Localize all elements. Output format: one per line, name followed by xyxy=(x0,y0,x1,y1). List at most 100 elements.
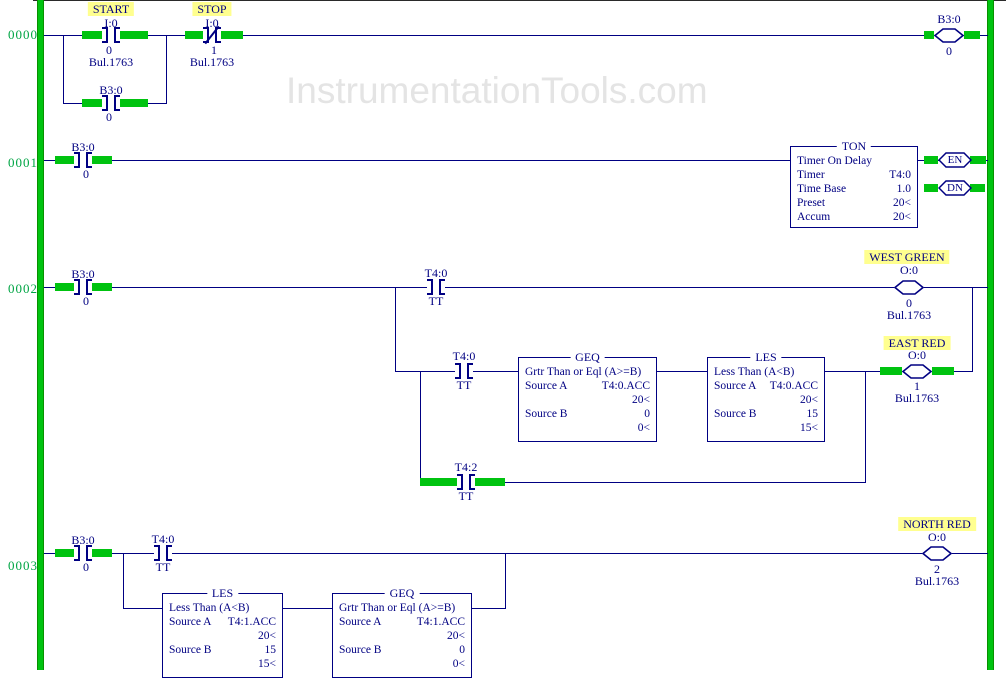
param-value: 20< xyxy=(800,394,818,406)
rung-number-0001[interactable]: 0001 xyxy=(8,155,38,170)
rung2-branch-wire xyxy=(420,371,421,483)
rung3-wire xyxy=(172,553,922,554)
power-highlight xyxy=(970,156,986,164)
contact-bracket xyxy=(114,27,120,43)
rung3-branch-wire xyxy=(472,608,505,609)
rung0-wire xyxy=(221,35,934,36)
param-value[interactable]: 20< xyxy=(893,197,911,209)
watermark: InstrumentationTools.com xyxy=(286,70,708,111)
param-value: 15< xyxy=(258,658,276,670)
rung-number-0000[interactable]: 0000 xyxy=(8,27,38,42)
block-title: LES xyxy=(206,586,239,601)
power-highlight xyxy=(92,283,112,291)
param-value[interactable]: T4:0 xyxy=(889,169,911,181)
power-highlight xyxy=(92,549,112,557)
param-value: 20< xyxy=(258,630,276,642)
param-value[interactable]: T4:0.ACC xyxy=(769,380,818,392)
rung2-branch-wire xyxy=(395,371,455,372)
power-highlight xyxy=(475,478,505,486)
rung2-branch-wire xyxy=(505,482,865,483)
tag-label-west-green: WEST GREEN xyxy=(864,250,950,264)
top-border xyxy=(33,0,1006,1)
param-label: Source B xyxy=(525,408,568,420)
east-red-coil[interactable] xyxy=(902,363,932,380)
power-highlight xyxy=(55,156,74,164)
contact-bracket xyxy=(455,363,461,379)
rung2-branch-wire xyxy=(825,371,880,372)
tag-label-east-red: EAST RED xyxy=(883,336,951,350)
right-power-rail xyxy=(987,0,994,670)
xic-contact-b3-rung3[interactable] xyxy=(74,545,92,561)
address-label: T4:0 xyxy=(452,349,476,363)
power-highlight xyxy=(82,31,102,39)
west-green-coil[interactable] xyxy=(894,279,924,296)
xio-contact-stop[interactable] xyxy=(203,25,221,45)
xic-contact-t42[interactable] xyxy=(457,474,475,490)
param-value[interactable]: 0 xyxy=(644,408,650,420)
block-desc: Grtr Than or Eql (A>=B) xyxy=(525,366,642,378)
address-label: B3:0 xyxy=(71,533,95,547)
power-highlight xyxy=(924,156,938,164)
power-highlight xyxy=(880,367,902,375)
north-red-coil[interactable] xyxy=(922,545,952,562)
card-label: Bul.1763 xyxy=(914,574,960,588)
param-label: Source B xyxy=(339,644,382,656)
rung0-wire xyxy=(120,35,203,36)
param-value[interactable]: 15 xyxy=(806,408,819,420)
xic-contact-seal-b3[interactable] xyxy=(102,95,120,111)
param-value[interactable]: 15 xyxy=(264,644,277,656)
tag-label-stop: STOP xyxy=(192,2,232,16)
en-output-coil[interactable] xyxy=(938,151,972,169)
contact-bracket xyxy=(439,279,445,295)
power-highlight xyxy=(120,31,148,39)
address-label: O:0 xyxy=(900,263,918,277)
xic-contact-b3-rung1[interactable] xyxy=(74,152,92,168)
block-title: GEQ xyxy=(570,350,605,365)
xic-contact-t40-rung3[interactable] xyxy=(154,545,172,561)
param-value[interactable]: T4:0.ACC xyxy=(601,380,650,392)
param-value[interactable]: T4:1.ACC xyxy=(416,616,465,628)
contact-bracket xyxy=(457,474,463,490)
rung2-branch-wire xyxy=(865,371,866,483)
contact-bracket xyxy=(154,545,160,561)
bit-label: 0 xyxy=(106,110,112,124)
address-label: T4:0 xyxy=(151,532,175,546)
param-value[interactable]: 20< xyxy=(893,211,911,223)
rung3-wire xyxy=(952,553,988,554)
rung3-branch-wire xyxy=(505,553,506,609)
param-label: Accum xyxy=(797,211,831,223)
xic-contact-t40-branch[interactable] xyxy=(455,363,473,379)
rung-number-0002[interactable]: 0002 xyxy=(8,281,38,296)
param-value[interactable]: 1.0 xyxy=(896,183,911,195)
param-value[interactable]: 0 xyxy=(459,644,465,656)
param-value[interactable]: T4:1.ACC xyxy=(227,616,276,628)
param-label: Time Base xyxy=(797,183,847,195)
xic-contact-t40-main[interactable] xyxy=(427,279,445,295)
xic-contact-b3-rung2[interactable] xyxy=(74,279,92,295)
bit-label: 0 xyxy=(83,294,89,308)
param-label: Source A xyxy=(169,616,212,628)
dn-output-coil[interactable] xyxy=(938,179,972,197)
contact-bracket xyxy=(86,545,92,561)
rung-number-0003[interactable]: 0003 xyxy=(8,558,38,573)
geq-compare-block[interactable]: GEQ Grtr Than or Eql (A>=B) Source A T4:0… xyxy=(518,350,657,442)
contact-bracket xyxy=(102,95,108,111)
contact-bracket xyxy=(102,27,108,43)
tag-label-start: START xyxy=(87,2,135,16)
power-highlight xyxy=(932,367,954,375)
rung0-branch-wire xyxy=(166,35,167,104)
bit-label: 0 xyxy=(106,43,112,57)
param-label: Source A xyxy=(525,380,568,392)
param-label: Source B xyxy=(714,408,757,420)
rung3-branch-wire xyxy=(123,553,124,609)
rung3-branch-wire xyxy=(283,608,332,609)
contact-bracket xyxy=(467,363,473,379)
output-coil-b3[interactable] xyxy=(934,27,964,44)
param-label: Source A xyxy=(339,616,382,628)
xic-contact-start[interactable] xyxy=(102,27,120,43)
power-highlight xyxy=(964,31,980,39)
